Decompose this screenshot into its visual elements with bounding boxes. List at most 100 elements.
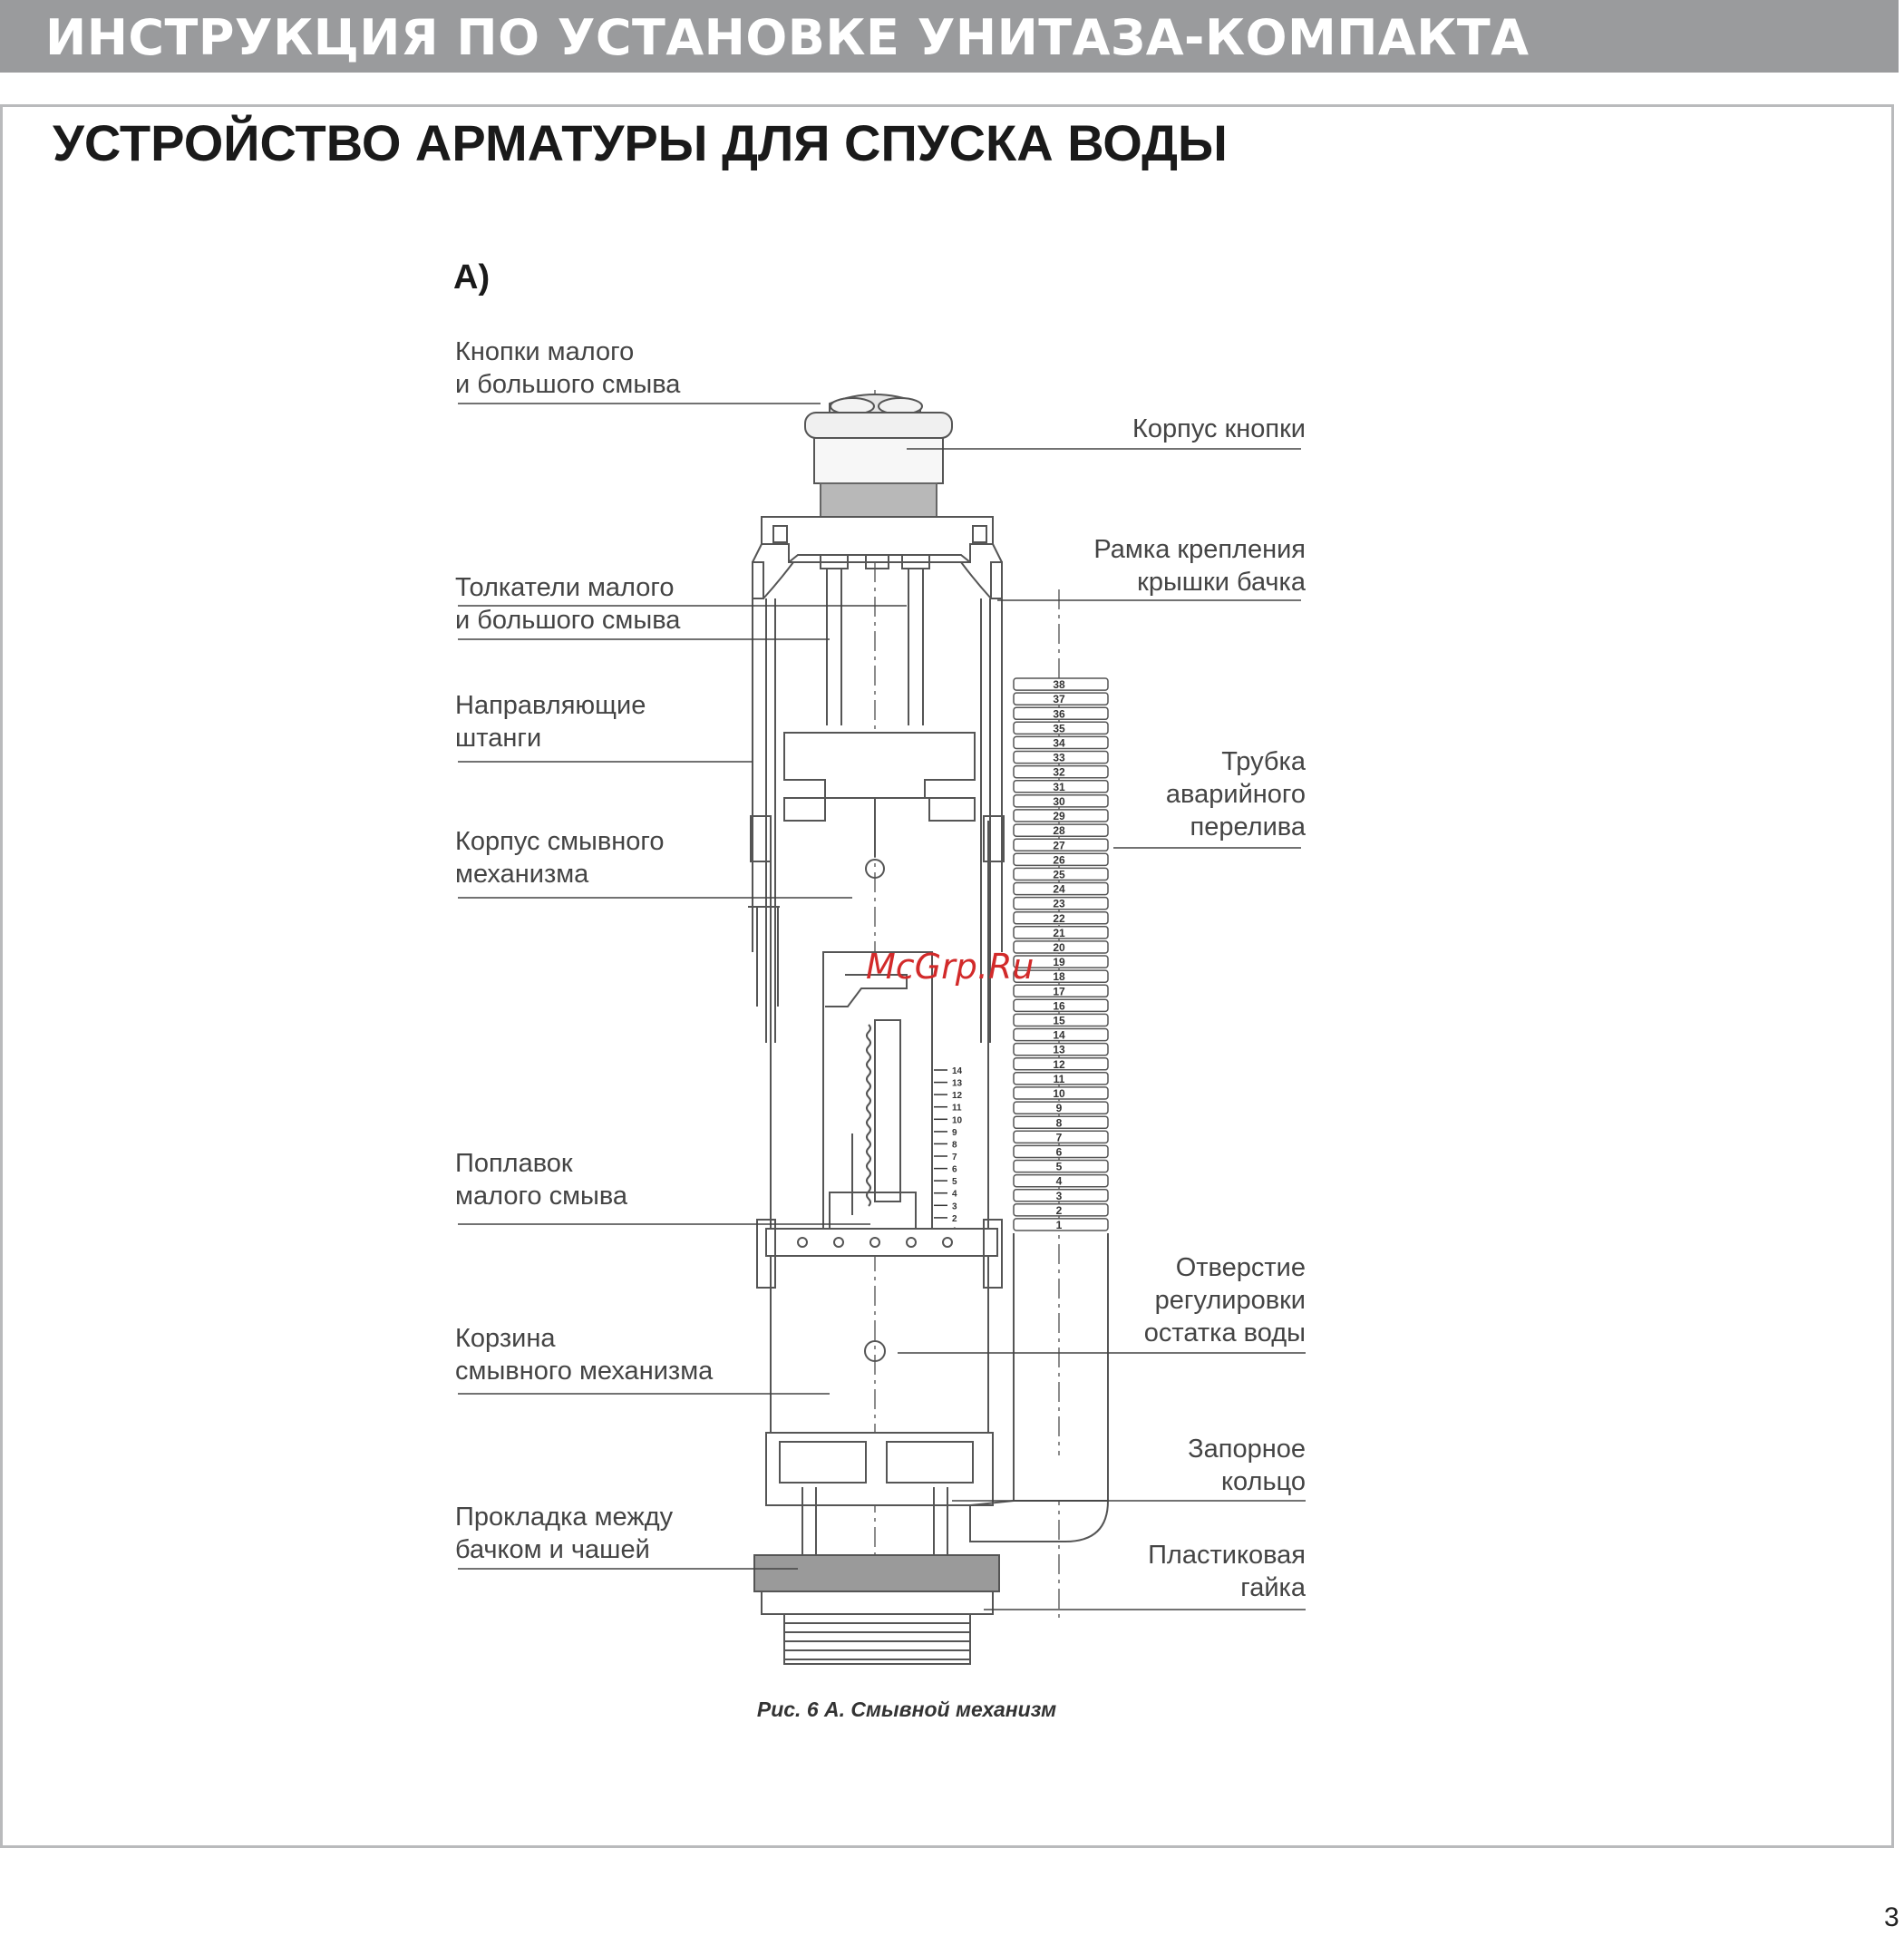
header-bar: [0, 0, 1899, 73]
overflow-scale-number: 1: [1056, 1219, 1063, 1231]
overflow-scale-number: 19: [1053, 956, 1065, 968]
overflow-ring: [1013, 1101, 1109, 1114]
overflow-scale-number: 18: [1053, 970, 1065, 983]
float-scale-number: 5: [952, 1177, 957, 1187]
float-scale-number: 3: [952, 1201, 957, 1211]
overflow-ring: [1013, 750, 1109, 764]
overflow-ring: [1013, 1042, 1109, 1056]
leader-lines: [458, 403, 1306, 1610]
overflow-scale-number: 33: [1053, 752, 1065, 764]
overflow-ring: [1013, 1203, 1109, 1217]
overflow-ring: [1013, 809, 1109, 822]
overflow-ring: [1013, 1115, 1109, 1130]
overflow-ring: [1013, 955, 1109, 968]
float-scale-number: 4: [952, 1190, 957, 1200]
overflow-scale-number: 26: [1053, 853, 1065, 866]
overflow-scale-number: 29: [1053, 810, 1065, 822]
overflow-scale-number: 16: [1053, 999, 1065, 1012]
overflow-scale: 1234567891011121314151617181920212223242…: [1013, 677, 1109, 1231]
overflow-ring: [1013, 910, 1109, 925]
overflow-ring: [1013, 867, 1109, 881]
overflow-scale-number: 23: [1053, 898, 1065, 910]
float-scale-number: 13: [952, 1079, 963, 1089]
overflow-ring: [1013, 794, 1109, 808]
overflow-ring: [1013, 1013, 1109, 1027]
overflow-scale-number: 28: [1053, 824, 1065, 837]
residual-water-hole: [864, 1340, 886, 1362]
overflow-ring: [1013, 896, 1109, 910]
overflow-scale-number: 20: [1053, 941, 1065, 954]
overflow-ring: [1013, 706, 1109, 721]
overflow-ring: [1013, 1027, 1109, 1042]
overflow-ring: [1013, 852, 1109, 867]
float-scale-number: 7: [952, 1153, 957, 1163]
overflow-ring: [1013, 779, 1109, 793]
overflow-scale-number: 3: [1056, 1190, 1063, 1202]
overflow-scale-number: 7: [1056, 1131, 1063, 1143]
overflow-scale-number: 24: [1053, 883, 1065, 896]
overflow-scale-number: 2: [1056, 1204, 1063, 1217]
overflow-scale-number: 25: [1053, 869, 1065, 881]
overflow-scale-number: 10: [1053, 1087, 1065, 1100]
overflow-ring: [1013, 692, 1109, 705]
overflow-scale-number: 36: [1053, 707, 1065, 720]
overflow-ring: [1013, 1086, 1109, 1100]
document-header-title: ИНСТРУКЦИЯ ПО УСТАНОВКЕ УНИТАЗА-КОМПАКТА: [45, 9, 1530, 66]
overflow-scale-number: 15: [1053, 1015, 1065, 1027]
overflow-scale-number: 4: [1056, 1175, 1063, 1188]
overflow-ring: [1013, 823, 1109, 837]
overflow-ring: [1013, 1056, 1109, 1071]
float-scale-number: 10: [952, 1115, 963, 1125]
flush-buttons: [829, 394, 923, 418]
button-housing: [804, 412, 953, 519]
overflow-scale-number: 5: [1056, 1161, 1063, 1173]
float-scale-number: 14: [952, 1066, 963, 1076]
overflow-ring: [1013, 998, 1109, 1013]
flush-basket: [765, 1256, 994, 1555]
overflow-ring: [1013, 764, 1109, 779]
overflow-scale-number: 31: [1053, 781, 1065, 793]
overflow-ring: [1013, 1130, 1109, 1144]
overflow-scale-number: 11: [1054, 1073, 1065, 1085]
overflow-scale-number: 38: [1053, 678, 1065, 691]
overflow-ring: [1013, 969, 1109, 983]
tank-bowl-gasket: [753, 1554, 1000, 1592]
overflow-scale-number: 9: [1056, 1102, 1063, 1114]
float-scale-number: 12: [952, 1091, 963, 1101]
flush-pushers: [820, 554, 930, 725]
float-scale-number: 9: [952, 1128, 957, 1138]
float-scale-number: 8: [952, 1140, 957, 1150]
overflow-ring: [1013, 940, 1109, 954]
overflow-ring: [1013, 926, 1109, 939]
overflow-scale-number: 17: [1053, 985, 1065, 997]
overflow-ring: [1013, 677, 1109, 691]
overflow-ring: [1013, 721, 1109, 735]
overflow-ring: [1013, 735, 1109, 750]
overflow-scale-number: 21: [1053, 927, 1065, 939]
watermark-text: McGrp.Ru: [866, 947, 1035, 987]
basket-ring: [756, 1219, 1003, 1289]
float-scale-number: 11: [952, 1104, 962, 1114]
overflow-scale-number: 6: [1056, 1146, 1063, 1159]
small-flush-float: [822, 951, 933, 1234]
overflow-scale-number: 32: [1053, 766, 1065, 779]
mechanism-body: [770, 732, 989, 1233]
content-frame: [0, 104, 1894, 1848]
float-scale-number: 2: [952, 1214, 957, 1224]
figure-letter: А): [453, 258, 491, 297]
overflow-ring: [1013, 1159, 1109, 1173]
overflow-scale-number: 27: [1053, 839, 1065, 851]
overflow-ring: [1013, 881, 1109, 896]
plastic-nut: [761, 1591, 994, 1665]
figure-caption: Рис. 6 А. Смывной механизм: [756, 1698, 1057, 1721]
label-button-housing: Корпус кнопки: [1132, 414, 1306, 443]
float-scale-number: 6: [952, 1165, 957, 1175]
overflow-scale-number: 30: [1053, 795, 1065, 808]
